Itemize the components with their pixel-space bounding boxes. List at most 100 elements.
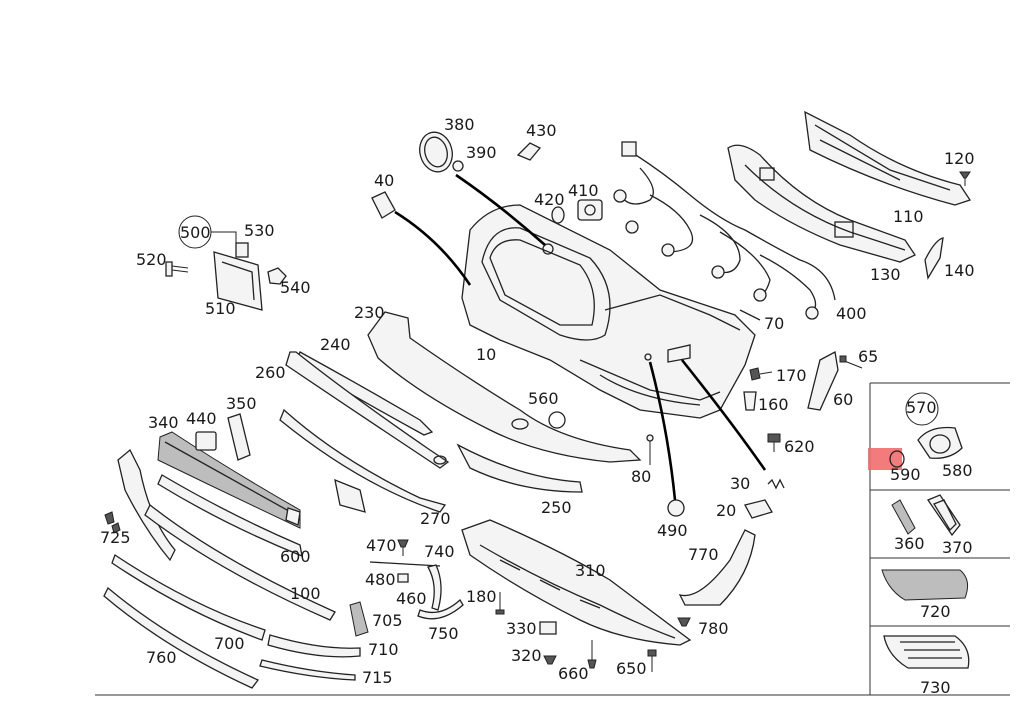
callout-10[interactable]: 10 [476,345,496,364]
part-430-bracket[interactable] [516,142,542,161]
callout-160[interactable]: 160 [758,395,789,414]
callout-650[interactable]: 650 [616,659,647,678]
callout-140[interactable]: 140 [944,261,975,280]
part-270-trim-strip[interactable] [279,408,447,513]
callout-590[interactable]: 590 [890,465,921,484]
callout-530[interactable]: 530 [244,221,275,240]
callout-330[interactable]: 330 [506,619,537,638]
part-570-fog-lamp-group[interactable] [905,392,939,426]
part-710-strip[interactable] [267,634,361,658]
callout-540[interactable]: 540 [280,278,311,297]
callout-780[interactable]: 780 [698,619,729,638]
part-30-spring[interactable] [767,478,785,490]
part-100-lower-spoiler[interactable] [144,503,336,621]
highlight-590-marker[interactable] [868,448,902,470]
part-520-screw[interactable] [165,261,189,277]
part-650-screw[interactable] [647,649,657,672]
part-260-trim-strip[interactable] [285,351,450,469]
part-80-rod[interactable] [646,434,654,465]
callout-600[interactable]: 600 [280,547,311,566]
callout-510[interactable]: 510 [205,299,236,318]
part-160-clip[interactable] [743,391,757,411]
part-320-screw[interactable] [543,655,557,665]
callout-700[interactable]: 700 [214,634,245,653]
callout-250[interactable]: 250 [541,498,572,517]
callout-410[interactable]: 410 [568,181,599,200]
callout-360[interactable]: 360 [894,534,925,553]
part-715-strip[interactable] [259,659,356,681]
part-620-bolt[interactable] [767,433,781,452]
callout-750[interactable]: 750 [428,624,459,643]
part-370-frame[interactable] [927,494,961,537]
callout-310[interactable]: 310 [575,561,606,580]
callout-460[interactable]: 460 [396,589,427,608]
part-70-clip[interactable] [739,309,761,321]
part-400-wiring-harness[interactable] [613,141,836,320]
part-700-trim-strip[interactable] [111,554,266,641]
callout-40[interactable]: 40 [374,171,394,190]
callout-715[interactable]: 715 [362,668,393,687]
callout-490[interactable]: 490 [657,521,688,540]
callout-130[interactable]: 130 [870,265,901,284]
callout-400[interactable]: 400 [836,304,867,323]
part-65-screw[interactable] [839,355,863,369]
part-460-trim[interactable] [427,564,442,611]
callout-60[interactable]: 60 [833,390,853,409]
callout-110[interactable]: 110 [893,207,924,226]
part-740-seal[interactable] [369,561,441,567]
part-330-clip[interactable] [539,621,557,635]
part-40-cap[interactable] [371,191,396,219]
part-310-underbody-shield[interactable] [461,519,692,646]
callout-430[interactable]: 430 [526,121,557,140]
part-230-lower-trim[interactable] [367,311,642,463]
callout-270[interactable]: 270 [420,509,451,528]
callout-260[interactable]: 260 [255,363,286,382]
callout-65[interactable]: 65 [858,347,878,366]
part-725-screws[interactable] [104,511,121,534]
callout-500[interactable]: 500 [180,223,211,242]
callout-180[interactable]: 180 [466,587,497,606]
callout-20[interactable]: 20 [716,501,736,520]
callout-710[interactable]: 710 [368,640,399,659]
callout-705[interactable]: 705 [372,611,403,630]
part-250-trim-strip[interactable] [456,443,583,493]
part-180-screw[interactable] [495,592,505,615]
part-470-clip[interactable] [397,539,409,556]
callout-30[interactable]: 30 [730,474,750,493]
part-340-lower-grille[interactable] [157,431,301,529]
part-420-grommet[interactable] [551,206,565,224]
callout-80[interactable]: 80 [631,467,651,486]
part-490-grommet[interactable] [667,499,685,517]
part-350-bracket[interactable] [227,413,251,461]
part-440-sensor[interactable] [195,431,217,451]
callout-390[interactable]: 390 [466,143,497,162]
callout-320[interactable]: 320 [511,646,542,665]
callout-230[interactable]: 230 [354,303,385,322]
part-130-guide-rail[interactable] [727,144,916,263]
callout-620[interactable]: 620 [784,437,815,456]
callout-520[interactable]: 520 [136,250,167,269]
part-500-license-plate-group[interactable] [178,215,237,249]
callout-480[interactable]: 480 [365,570,396,589]
part-780-clip[interactable] [677,617,691,627]
part-510-license-plate-bracket[interactable] [213,251,263,311]
callout-740[interactable]: 740 [424,542,455,561]
callout-580[interactable]: 580 [942,461,973,480]
callout-760[interactable]: 760 [146,648,177,667]
part-410-sensor[interactable] [577,199,603,221]
callout-350[interactable]: 350 [226,394,257,413]
part-730-grille-frame[interactable] [883,635,970,669]
callout-420[interactable]: 420 [534,190,565,209]
callout-440[interactable]: 440 [186,409,217,428]
callout-170[interactable]: 170 [776,366,807,385]
callout-470[interactable]: 470 [366,536,397,555]
part-480-nut[interactable] [397,573,409,583]
part-60-side-bracket[interactable] [807,351,839,411]
callout-720[interactable]: 720 [920,602,951,621]
part-580-fog-lamp-bezel[interactable] [917,426,963,459]
part-170-bolt[interactable] [749,367,773,381]
part-560-ring[interactable] [548,411,566,429]
part-380-emblem[interactable] [415,129,456,176]
part-720-grille-insert[interactable] [881,569,969,601]
part-760-spoiler-lip[interactable] [103,586,260,689]
